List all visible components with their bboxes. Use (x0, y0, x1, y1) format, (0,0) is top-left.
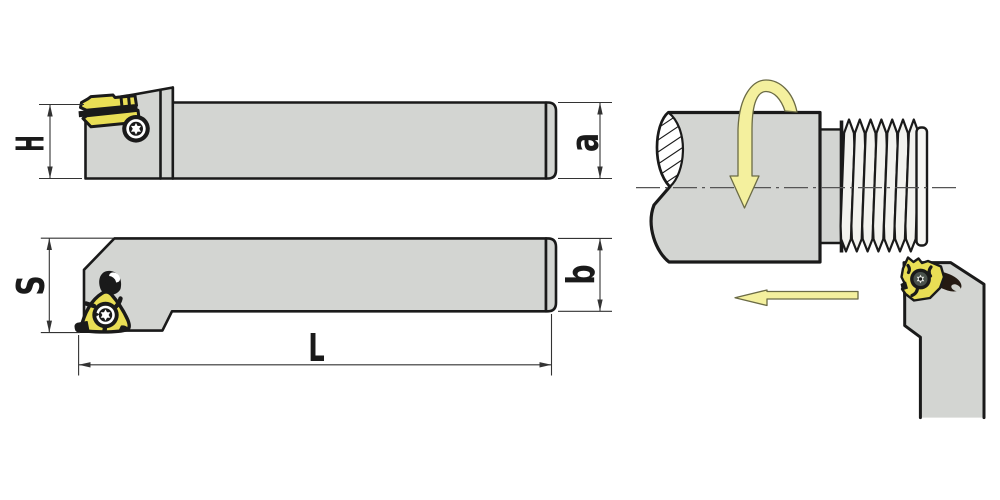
dim-H-label: H (10, 135, 54, 152)
plan-view-clamp-pin (99, 270, 122, 295)
application-view (636, 79, 986, 420)
application-tool-silhouette (904, 262, 984, 418)
workpiece-break-section (656, 111, 685, 188)
plan-view: S b L (9, 237, 612, 376)
feed-arrow (734, 289, 859, 307)
screw-center-dot (918, 277, 923, 281)
torx-star (100, 309, 111, 321)
side-view: H a (10, 86, 612, 180)
dim-b-label: b (559, 264, 603, 284)
screw-ring-notch (95, 312, 100, 317)
application-tool (900, 256, 986, 420)
dim-H: H (10, 103, 84, 180)
break-section-lens (656, 111, 685, 188)
thread-end-face (915, 126, 929, 247)
application-insert-tip-tooth (900, 281, 908, 291)
application-insert-groove-3 (906, 263, 911, 275)
side-view-clamp-segment-2 (127, 94, 131, 108)
application-tool-insert (900, 256, 962, 302)
plan-view-end-cap (544, 237, 558, 313)
dim-a-label: a (563, 133, 607, 152)
plan-insert-groove-2 (113, 296, 123, 309)
dim-L: L (78, 314, 553, 376)
torx-star (131, 123, 141, 135)
rotation-arrow (729, 79, 798, 209)
hatch-lines (657, 112, 683, 187)
plan-view-insert (74, 290, 131, 334)
side-view-clamp-segment-1 (119, 95, 124, 109)
plan-view-torx-screw (92, 301, 119, 329)
dim-S-label: S (9, 275, 53, 296)
workpiece-collar (818, 128, 844, 245)
plan-insert-corner-tooth (118, 325, 130, 332)
side-view-end-cap (544, 101, 558, 180)
dim-L-label: L (308, 326, 324, 370)
dim-S: S (9, 237, 113, 334)
side-view-shank (84, 86, 548, 180)
dim-b: b (558, 237, 612, 312)
dim-a: a (558, 101, 612, 180)
workpiece-thread (839, 118, 929, 253)
clamp-pin-highlight-mask (104, 275, 117, 287)
side-view-clamp-insert-gap (78, 104, 138, 118)
plan-view-shank (82, 237, 548, 332)
plan-insert-groove-1 (83, 301, 97, 309)
plan-insert-tip-tooth (74, 321, 90, 334)
thread-ridges (839, 118, 921, 253)
application-torx-screw (910, 268, 931, 290)
application-pocket-hole (951, 284, 961, 292)
side-view-torx-screw (122, 115, 150, 143)
